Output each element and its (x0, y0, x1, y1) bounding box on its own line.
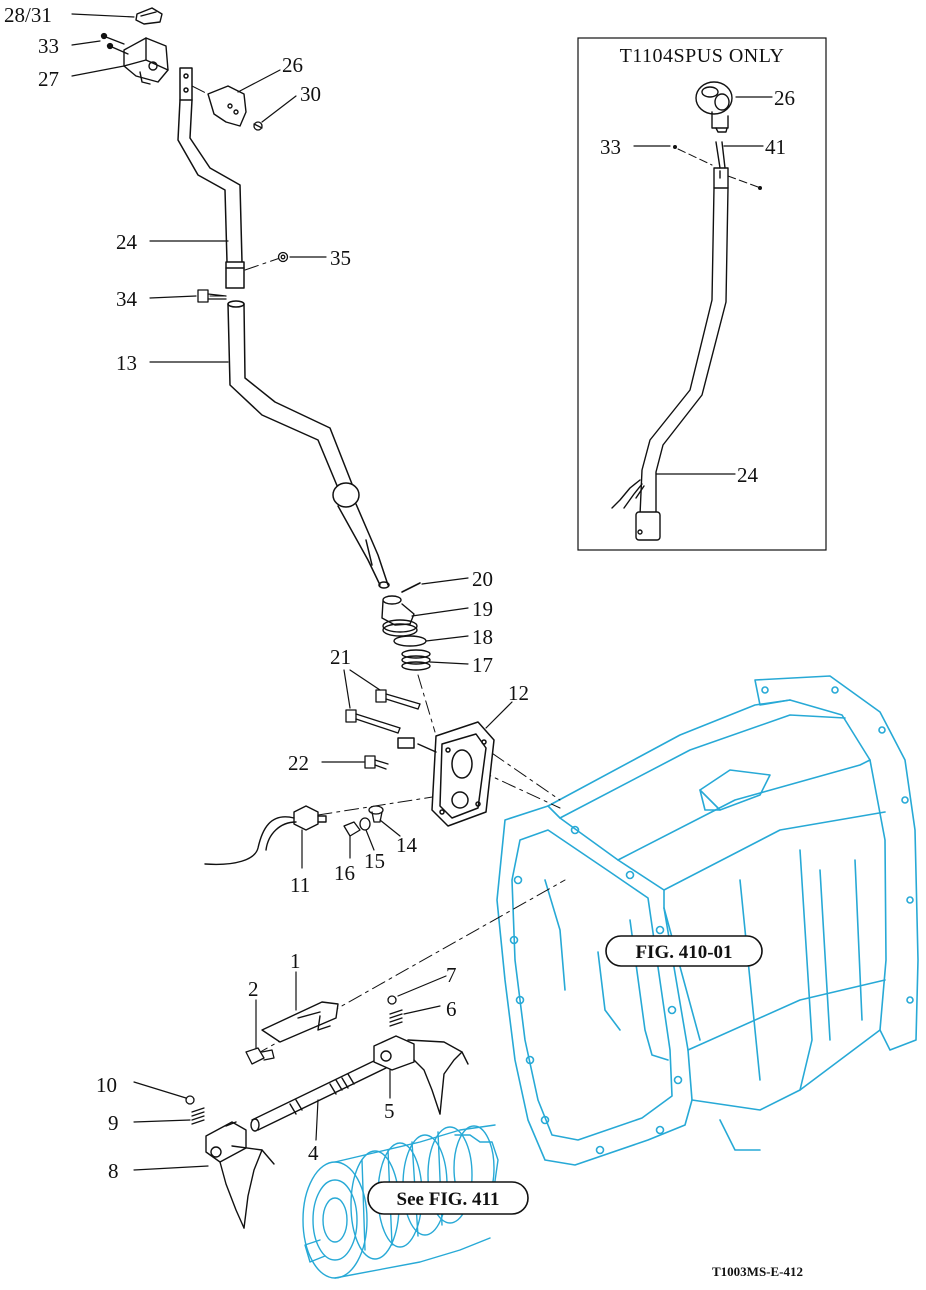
bolt-22 (364, 755, 389, 770)
spring-9 (191, 1107, 205, 1125)
label-20: 20 (472, 567, 493, 591)
ball-7 (387, 995, 397, 1005)
shift-knob-27 (123, 37, 169, 85)
label-30: 30 (300, 82, 321, 106)
inset-screw-right (758, 186, 762, 190)
label-16: 16 (334, 861, 355, 885)
label-9: 9 (108, 1111, 119, 1135)
spring-6 (389, 1009, 403, 1027)
alignment-lines (191, 85, 566, 1056)
label-21: 21 (330, 645, 351, 669)
shift-rail-4 (250, 1057, 387, 1132)
bolt-2 (245, 1047, 275, 1065)
label-35: 35 (330, 246, 351, 270)
inset-label-26: 26 (774, 86, 795, 110)
spring-17 (401, 649, 431, 671)
label-13: 13 (116, 351, 137, 375)
label-2: 2 (248, 977, 259, 1001)
label-28-31: 28/31 (4, 3, 52, 27)
leader-lines (71, 13, 513, 1171)
label-12: 12 (508, 681, 529, 705)
ball-10 (185, 1095, 195, 1105)
washer-15 (359, 817, 371, 831)
bolt-30 (253, 121, 263, 131)
fig-410-callout[interactable]: FIG. 410-01 (605, 935, 763, 967)
label-6: 6 (446, 997, 457, 1021)
label-33: 33 (38, 34, 59, 58)
fig-410-text: FIG. 410-01 (635, 942, 732, 963)
plunger-14 (368, 805, 384, 823)
inset-label-24: 24 (737, 463, 759, 487)
inset-title: T1104SPUS ONLY (620, 45, 785, 67)
plug-16 (343, 821, 361, 837)
part-labels: 28/31 33 27 26 30 24 35 34 13 20 19 18 1… (4, 3, 529, 1183)
fig-411-text: See FIG. 411 (397, 1189, 500, 1210)
bolt-34 (197, 289, 227, 303)
drawing-code: T1003MS-E-412 (712, 1264, 803, 1279)
label-15: 15 (364, 849, 385, 873)
label-11: 11 (290, 873, 310, 897)
label-19: 19 (472, 597, 493, 621)
label-24: 24 (116, 230, 138, 254)
screws-33 (100, 32, 129, 55)
label-1: 1 (290, 949, 301, 973)
shift-cover-12 (397, 721, 495, 827)
label-26: 26 (282, 53, 303, 77)
spring-pin-20 (401, 582, 421, 593)
label-8: 8 (108, 1159, 119, 1183)
shift-fork-8 (205, 1121, 275, 1229)
shift-lever-upper-24 (177, 67, 245, 289)
label-14: 14 (396, 833, 418, 857)
boot-19 (381, 595, 418, 637)
inset-t1104spus: T1104SPUS ONLY (577, 37, 827, 551)
label-4: 4 (308, 1141, 319, 1165)
label-34: 34 (116, 287, 138, 311)
ring-18 (393, 635, 427, 647)
inset-label-33: 33 (600, 135, 621, 159)
knob-cap-28-31 (135, 7, 163, 25)
label-17: 17 (472, 653, 493, 677)
knob-bracket-26 (207, 85, 247, 127)
inset-label-41: 41 (765, 135, 786, 159)
label-5: 5 (384, 1099, 395, 1123)
bolts-21 (345, 689, 421, 734)
transmission-housing (496, 675, 919, 1166)
label-27: 27 (38, 67, 59, 91)
bracket-1 (261, 1001, 339, 1043)
inset-shift-knob (695, 81, 733, 133)
label-18: 18 (472, 625, 493, 649)
label-10: 10 (96, 1073, 117, 1097)
label-7: 7 (446, 963, 457, 987)
switch-11 (204, 805, 327, 866)
shift-fork-5 (373, 1035, 469, 1115)
shift-lever-lower-13 (227, 300, 390, 589)
inset-screw-33 (673, 145, 677, 149)
nut-35 (277, 251, 289, 263)
fig-411-callout[interactable]: See FIG. 411 (367, 1181, 529, 1215)
label-22: 22 (288, 751, 309, 775)
inset-shift-lever (611, 141, 729, 541)
